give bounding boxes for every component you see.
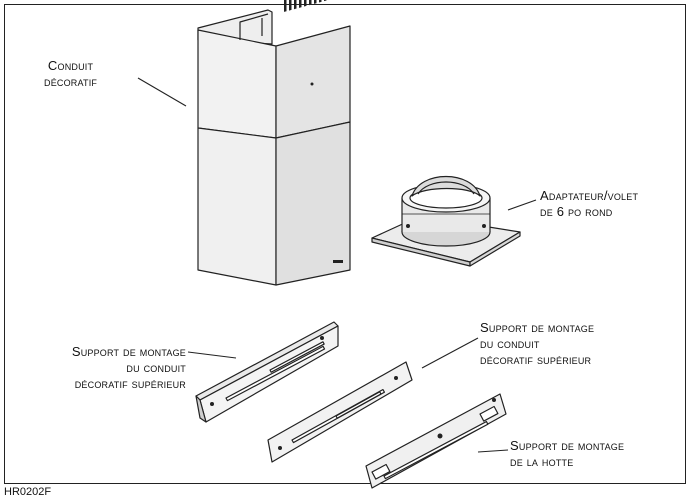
leader-bracket-left — [187, 351, 237, 359]
label-bracket-left: Support de montage du conduit décoratif … — [71, 344, 186, 391]
bracket-left-drawing — [195, 321, 339, 423]
label-bracket-hood: Support de montage de la hotte — [510, 438, 625, 469]
vent-slots — [284, 0, 327, 12]
leader-bracket-middle — [421, 337, 479, 369]
leader-lines — [137, 77, 537, 453]
label-decorative-duct: Conduit décoratif — [44, 58, 98, 89]
label-bracket-middle: Support de montage du conduit décoratif … — [480, 320, 595, 367]
label-adapter: Adaptateur/volet de 6 po rond — [540, 188, 639, 219]
figure-code: HR0202F — [4, 486, 52, 498]
bracket-middle-drawing — [267, 361, 413, 463]
leader-adapter — [507, 199, 537, 211]
bracket-hood-drawing — [365, 393, 507, 489]
adapter-damper-drawing — [371, 176, 521, 267]
leader-bracket-hood — [477, 449, 509, 453]
decorative-duct-drawing — [197, 0, 351, 286]
diagram-frame — [4, 4, 686, 484]
leader-decorative-duct — [137, 77, 187, 107]
